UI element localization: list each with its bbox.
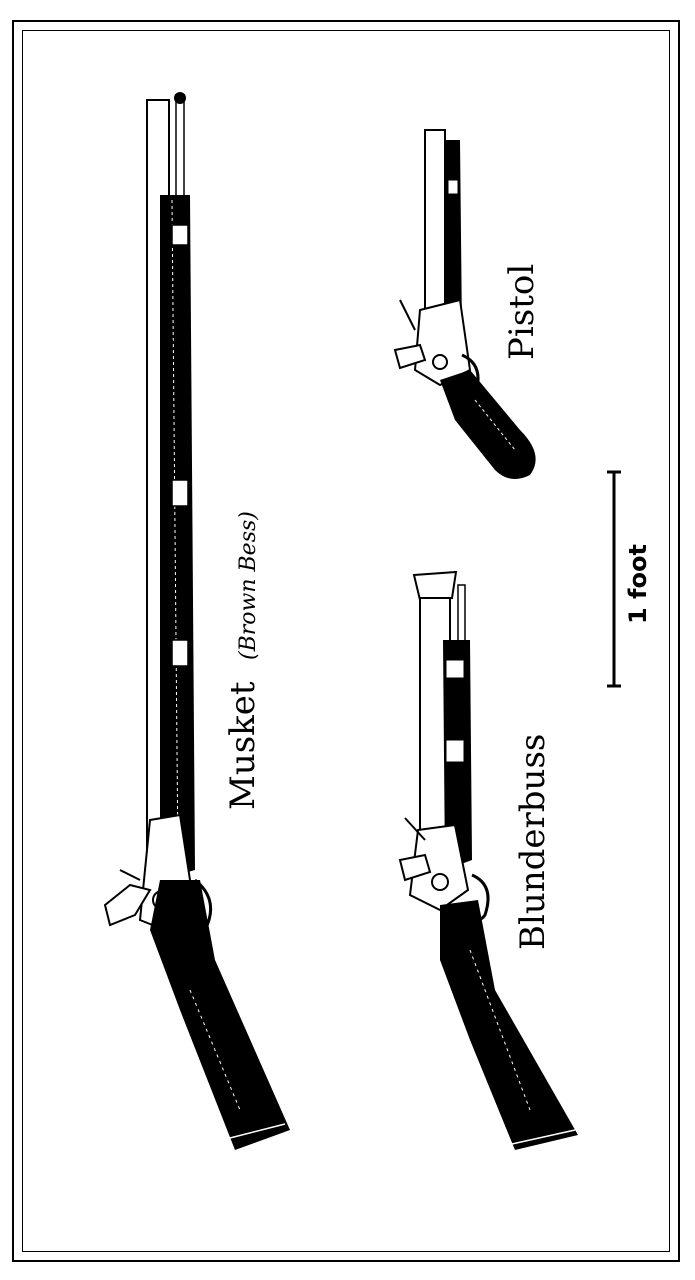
outer-border	[12, 20, 680, 1262]
blunderbuss-drawing	[398, 570, 578, 1150]
scale-label: 1 foot	[624, 544, 652, 624]
pistol-drawing	[393, 129, 536, 479]
musket-nickname-label: (Brown Bess)	[236, 511, 261, 660]
musket-drawing	[103, 92, 290, 1150]
pistol-label: Pistol	[502, 263, 542, 360]
inner-border	[22, 30, 670, 1252]
scale-bar	[607, 470, 621, 688]
musket-label: Musket	[223, 681, 263, 810]
blunderbuss-label: Blunderbuss	[513, 733, 553, 950]
